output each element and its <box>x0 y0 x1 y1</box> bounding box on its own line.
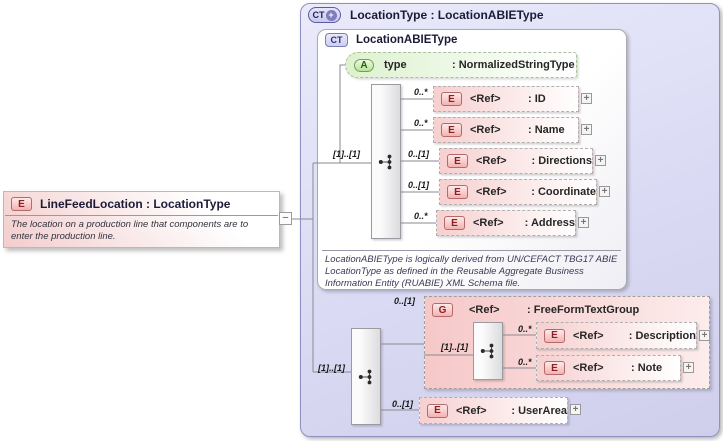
complextype-locationtype-title: LocationType : LocationABIEType <box>350 8 544 22</box>
element-linefeedlocation[interactable]: E LineFeedLocation : LocationType The lo… <box>3 191 280 248</box>
expand-icon[interactable]: + <box>570 404 581 415</box>
cardinality-label: [1]..[1] <box>333 149 360 159</box>
element-icon: E <box>441 92 462 106</box>
complextype-icon: CT <box>325 33 348 47</box>
element-icon: E <box>544 361 565 375</box>
complextype-derived-icon: CT+ <box>308 7 341 23</box>
sequence-compositor-top[interactable] <box>371 84 401 239</box>
attribute-name: type <box>384 59 407 71</box>
expand-icon[interactable]: + <box>581 93 592 104</box>
cardinality-label: 0..* <box>414 87 428 97</box>
cardinality-label: 0..[1] <box>408 180 430 190</box>
attribute-icon: A <box>354 58 374 72</box>
expand-icon[interactable]: + <box>683 362 694 373</box>
ref-keyword: <Ref> <box>470 93 501 105</box>
cardinality-label: 0..* <box>518 357 532 367</box>
ref-keyword: <Ref> <box>573 329 604 342</box>
element-name: : Coordinate <box>531 186 596 198</box>
group-header: G <Ref> : FreeFormTextGroup <box>425 297 709 317</box>
complextype-locationtype-header: CT+ LocationType : LocationABIEType <box>308 7 544 23</box>
group-name: : FreeFormTextGroup <box>527 304 640 316</box>
cardinality-label: 0..[1] <box>394 296 416 306</box>
cardinality-label: [1]..[1] <box>441 342 468 352</box>
complextype-locationabietype-header: CT LocationABIEType <box>325 33 457 47</box>
element-icon: E <box>444 216 465 230</box>
element-linefeedlocation-header: E LineFeedLocation : LocationType <box>4 192 279 215</box>
ref-keyword: <Ref> <box>473 217 504 229</box>
ct-badge-text: CT <box>312 10 325 20</box>
cardinality-label: 0..[1] <box>392 399 414 409</box>
element-name: : ID <box>528 93 546 105</box>
cardinality-label: 0..* <box>414 211 428 221</box>
element-ref-directions[interactable]: E <Ref> : Directions <box>439 148 593 174</box>
element-icon: E <box>441 123 462 137</box>
element-icon: E <box>11 197 32 211</box>
element-icon: E <box>447 154 468 168</box>
complextype-locationabietype-title: LocationABIEType <box>356 34 458 46</box>
element-name: : Directions <box>531 155 592 167</box>
element-linefeedlocation-annotation: The location on a production line that c… <box>11 219 249 242</box>
divider <box>5 215 278 216</box>
sequence-compositor-bottom[interactable] <box>351 328 381 425</box>
collapse-toggle-icon[interactable]: − <box>279 212 292 225</box>
element-name: : Description <box>628 329 696 342</box>
sequence-icon <box>480 343 494 359</box>
element-icon: E <box>544 328 565 343</box>
attribute-type[interactable]: A type : NormalizedStringType <box>345 52 577 78</box>
cardinality-label: 0..[1] <box>408 149 430 159</box>
element-name: : Name <box>528 124 565 136</box>
ref-keyword: <Ref> <box>476 155 507 167</box>
cardinality-label: 0..* <box>414 118 428 128</box>
element-ref-description[interactable]: E <Ref> : Description <box>536 322 697 349</box>
element-icon: E <box>427 403 448 418</box>
element-name: : Address <box>524 217 575 229</box>
cardinality-label: 0..* <box>518 324 532 334</box>
plus-circle-icon: + <box>325 9 337 21</box>
complextype-annotation: LocationABIEType is logically derived fr… <box>325 254 618 289</box>
group-icon: G <box>432 303 453 317</box>
expand-icon[interactable]: + <box>581 124 592 135</box>
expand-icon[interactable]: + <box>578 217 589 228</box>
element-ref-id[interactable]: E <Ref> : ID <box>433 86 579 112</box>
ref-keyword: <Ref> <box>470 124 501 136</box>
ref-keyword: <Ref> <box>573 362 604 374</box>
element-ref-userarea[interactable]: E <Ref> : UserArea <box>419 397 568 424</box>
element-ref-address[interactable]: E <Ref> : Address <box>436 210 576 236</box>
element-ref-name[interactable]: E <Ref> : Name <box>433 117 579 143</box>
sequence-icon <box>378 154 392 169</box>
expand-icon[interactable]: + <box>599 186 610 197</box>
element-icon: E <box>447 185 468 199</box>
ref-keyword: <Ref> <box>456 404 487 417</box>
element-ref-coordinate[interactable]: E <Ref> : Coordinate <box>439 179 597 205</box>
ref-keyword: <Ref> <box>476 186 507 198</box>
expand-icon[interactable]: + <box>595 155 606 166</box>
sequence-compositor-group[interactable] <box>473 322 503 380</box>
expand-icon[interactable]: + <box>699 330 710 341</box>
attribute-datatype: : NormalizedStringType <box>452 59 575 71</box>
element-linefeedlocation-title: LineFeedLocation : LocationType <box>40 197 231 211</box>
ref-keyword: <Ref> <box>469 304 500 316</box>
cardinality-label: [1]..[1] <box>318 363 345 373</box>
element-ref-note[interactable]: E <Ref> : Note <box>536 355 681 381</box>
annotation-divider <box>322 250 621 251</box>
element-name: : Note <box>631 362 663 374</box>
element-name: : UserArea <box>511 404 567 417</box>
sequence-icon <box>358 369 372 384</box>
